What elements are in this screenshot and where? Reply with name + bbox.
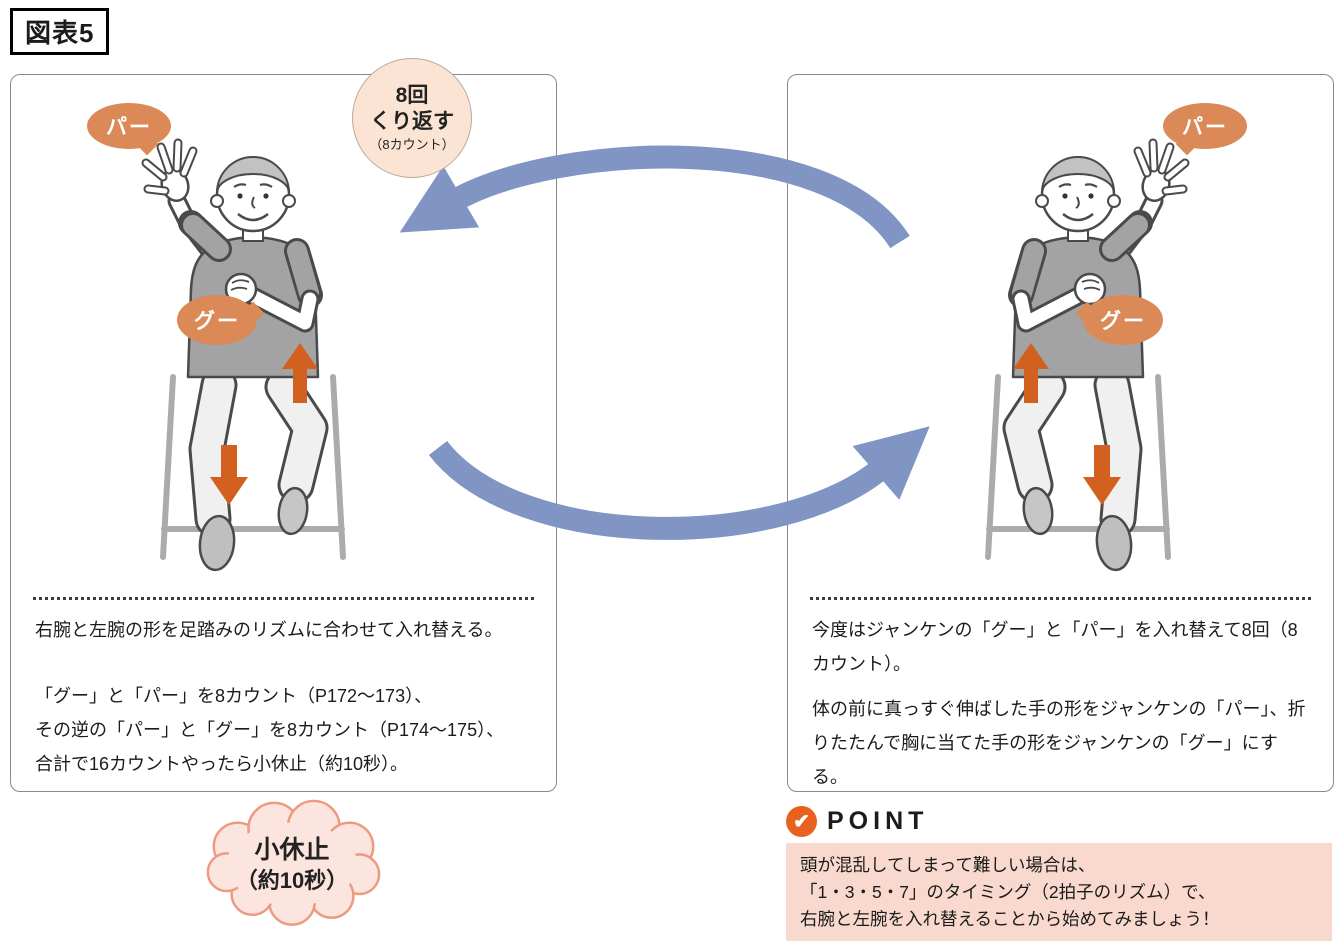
paper-hand-label: パー (106, 116, 152, 139)
paper-hand-label: パー (1182, 116, 1228, 139)
repeat-count-line: 8回 (395, 83, 429, 107)
up-arrow (1013, 343, 1049, 403)
rest-cloud-text: 小休止 （約10秒） (235, 836, 349, 893)
cloud-shape (206, 799, 381, 926)
point-line: 右腕と左腕を入れ替えることから始めてみましょう！ (800, 908, 1220, 929)
person-illustration-left (133, 137, 373, 577)
dotted-divider (810, 597, 1311, 600)
point-title: POINT (827, 807, 929, 835)
left-panel-description: 右腕と左腕の形を足踏みのリズムに合わせて入れ替える。 「グー」と「パー」を8カウ… (35, 613, 536, 813)
point-line: 「1・3・5・7」のタイミング（2拍子のリズム）で、 (800, 881, 1216, 902)
right-description-paragraph-2: 体の前に真っすぐ伸ばした手の形をジャンケンの「パー」、折りたたんで胸に当てた手の… (812, 699, 1306, 787)
rock-hand-label: グー (1100, 310, 1146, 333)
repeat-count-bubble: 8回 くり返す （8カウント） (352, 58, 472, 178)
rest-cloud: 小休止 （約10秒） (193, 795, 391, 935)
point-box: 頭が混乱してしまって難しい場合は、 「1・3・5・7」のタイミング（2拍子のリズ… (786, 843, 1332, 941)
seated-person-illustration (141, 138, 346, 572)
figure-label: 図表5 (10, 8, 110, 55)
repeat-count-note: （8カウント） (369, 137, 455, 153)
up-arrow (282, 343, 318, 403)
check-icon: ✔ (786, 806, 817, 837)
person-illustration-right (958, 137, 1198, 577)
chair (160, 374, 346, 560)
chair (985, 374, 1171, 560)
seated-person-illustration (985, 138, 1190, 572)
repeat-count-line: くり返す (370, 109, 454, 133)
right-panel-description: 今度はジャンケンの「グー」と「パー」を入れ替えて8回（8カウント）。 体の前に真… (812, 613, 1313, 805)
dotted-divider (33, 597, 534, 600)
paper-hand-bubble: パー (1163, 103, 1247, 149)
rock-hand-label: グー (194, 310, 240, 333)
point-line: 頭が混乱してしまって難しい場合は、 (800, 855, 1096, 875)
rock-hand-bubble: グー (177, 295, 257, 345)
right-exercise-panel: パー グー 今度はジャンケンの「グー」と「パー」を入れ替えて8回（8カウント）。… (787, 74, 1334, 792)
paper-hand-bubble: パー (87, 103, 171, 149)
down-arrow (210, 445, 248, 505)
point-header: ✔ POINT (786, 806, 928, 837)
right-description-paragraph-1: 今度はジャンケンの「グー」と「パー」を入れ替えて8回（8カウント）。 (812, 620, 1298, 674)
left-exercise-panel: パー グー 右腕と左腕の形を足踏みのリズムに合わせて入れ替える。 「グー」と「パ… (10, 74, 557, 792)
left-description-paragraph-2: 「グー」と「パー」を8カウント（P172～173）、 その逆の「パー」と「グー」… (35, 686, 505, 774)
down-arrow (1083, 445, 1121, 505)
rock-hand-bubble: グー (1083, 295, 1163, 345)
left-description-paragraph-1: 右腕と左腕の形を足踏みのリズムに合わせて入れ替える。 (35, 620, 503, 640)
